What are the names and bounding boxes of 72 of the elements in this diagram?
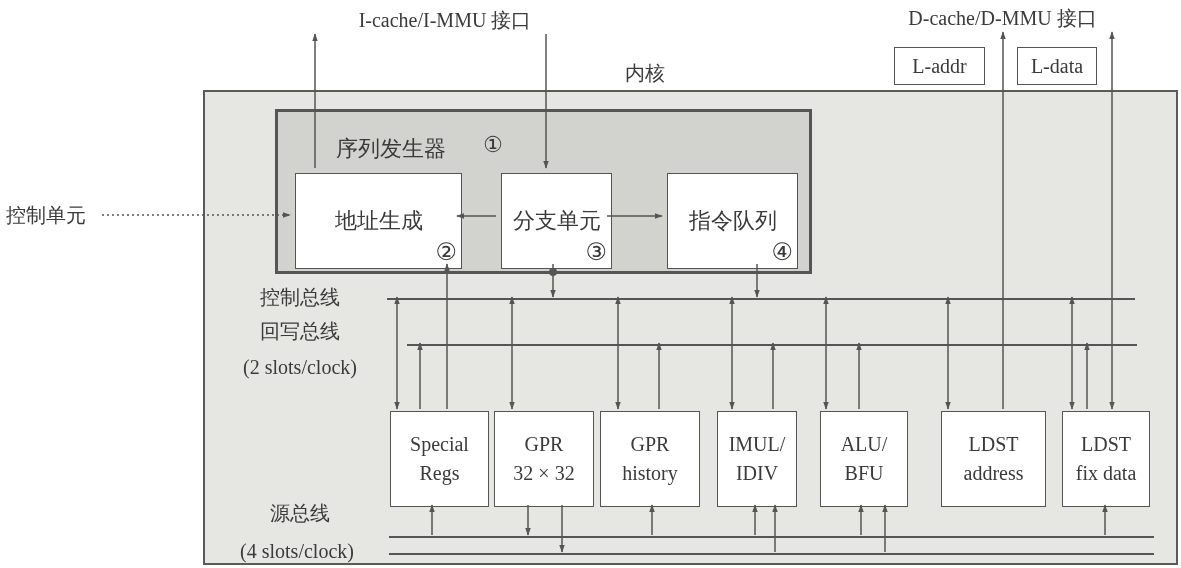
bus-line: [387, 298, 1135, 300]
arrow: [456, 213, 497, 219]
arrow: [559, 504, 565, 553]
arrow: [417, 342, 423, 410]
arrow: [1000, 31, 1006, 410]
interface-label: D-cache/D-MMU 接口: [880, 4, 1125, 32]
bus-line: [389, 553, 1154, 555]
arrow: [823, 296, 829, 410]
arrow: [615, 296, 621, 410]
interface-label: I-cache/I-MMU 接口: [300, 6, 590, 34]
box-label: 地址生成: [333, 207, 424, 235]
stage-box: [501, 173, 612, 269]
circled-number: ④: [771, 240, 793, 264]
bus-label: 源总线: [269, 501, 331, 526]
bus-label: 控制总线: [259, 285, 341, 310]
arrow: [729, 296, 735, 410]
arrow: [429, 504, 435, 536]
box-label: IMUL/ IDIV: [727, 432, 787, 486]
unit-box: [600, 411, 700, 507]
bus-label: (4 slots/clock): [239, 539, 355, 564]
core-title: 内核: [625, 61, 665, 86]
bus-line: [407, 344, 1137, 346]
unit-box: [494, 411, 594, 507]
unit-box: [820, 411, 908, 507]
circled-number: ②: [435, 240, 457, 264]
arrow: [444, 263, 450, 410]
box-label: GPR history: [621, 432, 679, 487]
unit-box: [1062, 411, 1150, 507]
arrow: [312, 33, 318, 169]
signal-box: L-data: [1017, 47, 1097, 85]
arrow: [509, 296, 515, 410]
box-label: 分支单元: [511, 207, 602, 235]
arrow: [1084, 342, 1090, 410]
box-label: LDST address: [962, 432, 1025, 486]
arrow: [858, 504, 864, 536]
box-label: 指令队列: [687, 207, 778, 235]
circled-number: ③: [585, 240, 607, 264]
bus-label: 回写总线: [259, 319, 341, 344]
arrow: [882, 504, 888, 553]
signal-box: L-addr: [894, 47, 985, 85]
sequencer-title: 序列发生器: [336, 135, 446, 163]
arrow: [543, 33, 549, 169]
box-label: LDST fix data: [1074, 432, 1138, 486]
arrow: [606, 213, 663, 219]
arrow: [770, 342, 776, 410]
arrow: [550, 263, 556, 298]
control-unit-label: 控制单元: [6, 202, 102, 228]
stage-box: [667, 173, 798, 269]
unit-box: [941, 411, 1046, 507]
sequencer-panel: [275, 109, 812, 274]
arrow: [525, 504, 531, 536]
unit-box: [717, 411, 797, 507]
arrow: [856, 342, 862, 410]
arrow: [1069, 296, 1075, 410]
arrow: [1109, 31, 1115, 410]
dotted-arrow: [101, 212, 291, 218]
arrow: [754, 263, 760, 298]
arrow: [752, 504, 758, 536]
box-label: Special Regs: [409, 432, 470, 487]
bus-label: (2 slots/clock): [242, 355, 358, 380]
box-label: GPR 32 × 32: [512, 432, 576, 486]
arrow: [394, 296, 400, 410]
arrow: [772, 504, 778, 553]
stage-box: [295, 173, 462, 269]
arrow: [1102, 504, 1108, 536]
bus-line: [389, 536, 1154, 538]
arrow: [656, 342, 662, 410]
arrow: [649, 504, 655, 536]
unit-box: [390, 411, 489, 507]
circled-number: ①: [483, 134, 503, 156]
arrow: [945, 296, 951, 410]
box-label: ALU/ BFU: [839, 432, 889, 486]
